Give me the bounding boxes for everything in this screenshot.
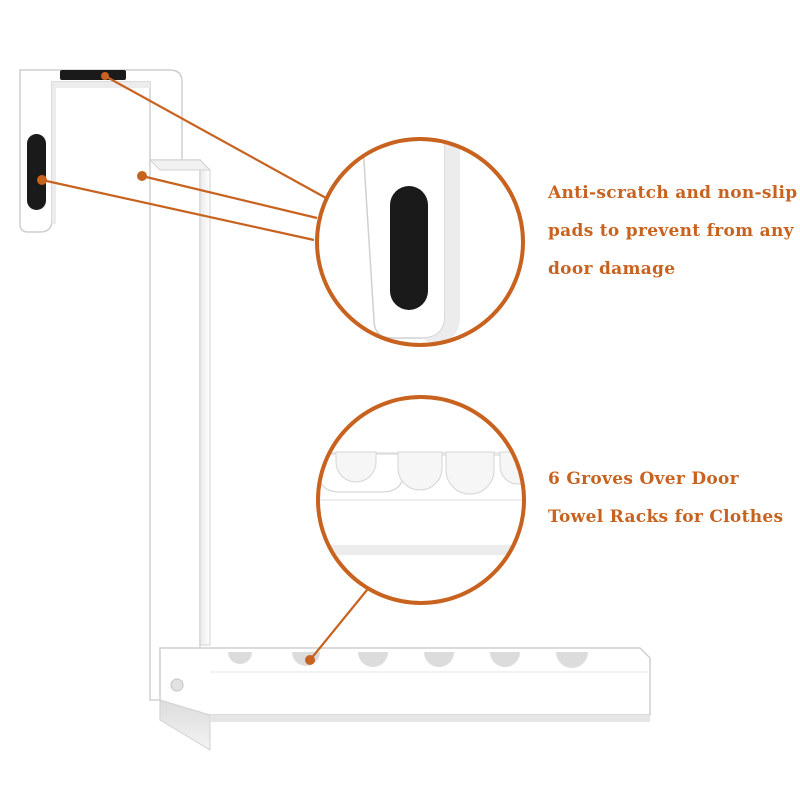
magnifier-pad-closeup	[315, 137, 525, 347]
top-pad	[60, 70, 126, 80]
caption-grooves-line-2: Towel Racks for Clothes	[548, 507, 784, 527]
pivot-screw-hole	[170, 678, 184, 692]
callout-lines	[41, 75, 368, 661]
caption-pads-line-3: door damage	[548, 259, 676, 279]
caption-grooves: 6 Groves Over Door Towel Racks for Cloth…	[548, 460, 783, 536]
caption-pads-line-2: pads to prevent from any	[548, 221, 794, 241]
caption-grooves-line-1: 6 Groves Over Door	[548, 469, 739, 489]
door-hook	[19, 69, 183, 233]
magnifier-groove-closeup	[316, 395, 526, 605]
caption-pads: Anti-scratch and non-slip pads to preven…	[548, 174, 797, 288]
vertical-arm	[148, 158, 212, 701]
caption-pads-line-1: Anti-scratch and non-slip	[548, 183, 798, 203]
horizontal-bar	[159, 647, 651, 751]
side-pad	[27, 134, 46, 210]
callout-dots	[37, 72, 315, 665]
